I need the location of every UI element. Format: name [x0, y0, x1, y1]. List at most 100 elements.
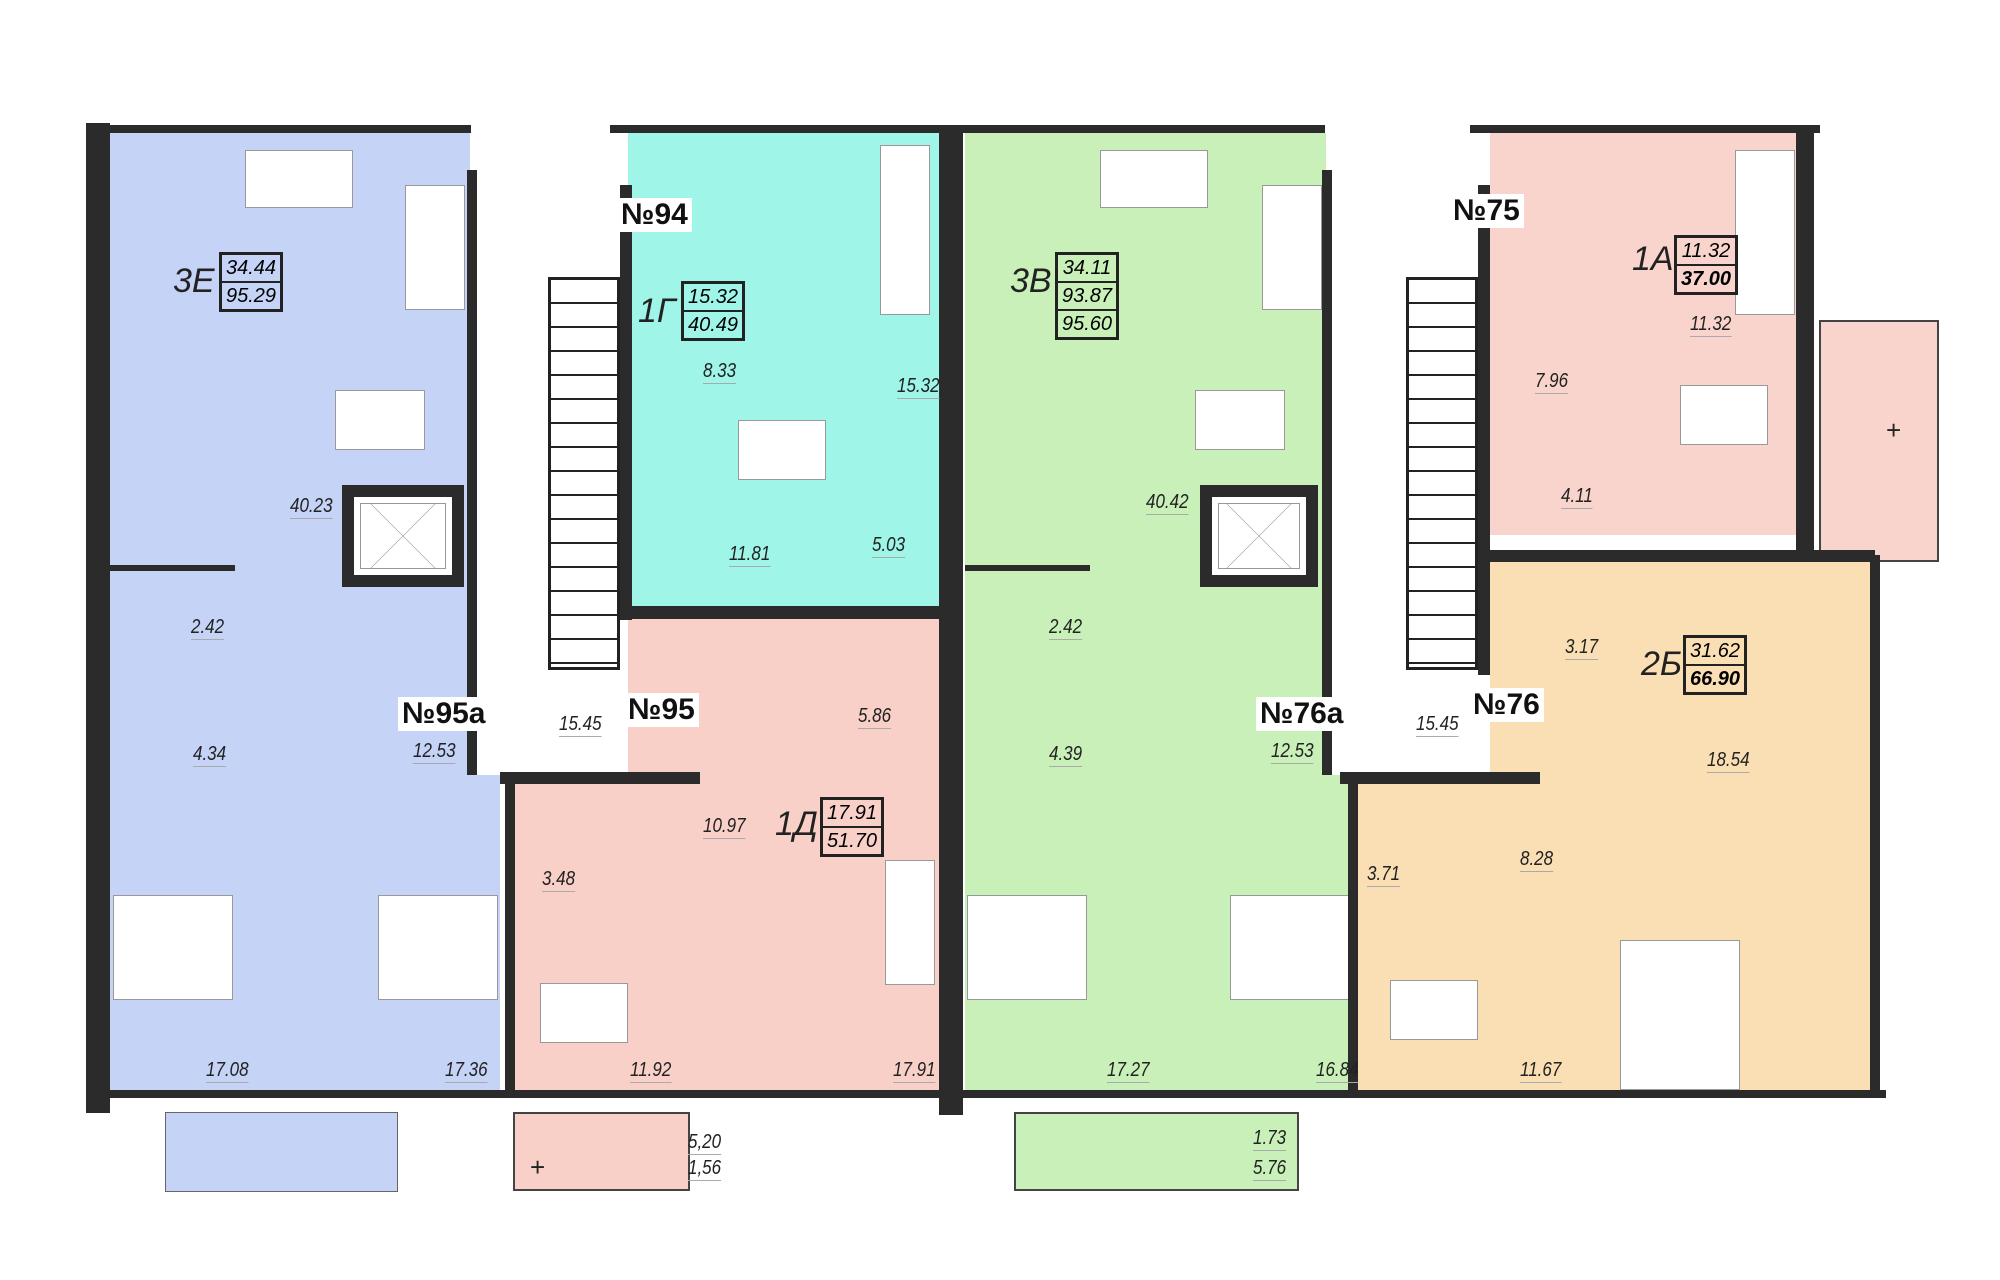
room-area: 4.39 — [1049, 743, 1083, 767]
bed — [967, 895, 1087, 1000]
room-area: 17.08 — [206, 1059, 249, 1083]
wall-center — [939, 125, 963, 1115]
dining-table — [335, 390, 425, 450]
dining-table — [1680, 385, 1768, 445]
room-area: 4.34 — [193, 743, 227, 767]
living-area: 17.91 — [823, 800, 882, 828]
apartment-number-76a: №76а — [1256, 697, 1348, 731]
wall-1a-right — [1796, 125, 1814, 555]
room-area: 10.97 — [703, 815, 746, 839]
staircase-left — [548, 277, 620, 670]
room-area: 4.11 — [1561, 485, 1593, 509]
wall-corridor-left — [467, 170, 477, 775]
room-area: 3.71 — [1367, 863, 1401, 887]
wall-outer-top-right — [1470, 125, 1820, 133]
living-area: 34.11 — [1058, 255, 1117, 283]
living-area: 31.62 — [1686, 638, 1745, 666]
wall-1d-top — [500, 772, 700, 784]
unit-code-1a: 1А — [1632, 240, 1674, 278]
wall-outer-bottom — [86, 1090, 1886, 1098]
wall-1g-bottom — [628, 606, 939, 619]
balcony-1a[interactable] — [1819, 320, 1939, 562]
unit-code-2b: 2Б — [1641, 645, 1683, 683]
room-area: 15.45 — [559, 713, 602, 737]
room-area: 3.17 — [1565, 636, 1599, 660]
wall-76-left — [1348, 775, 1358, 1095]
total-area-with-balcony: 95.60 — [1062, 313, 1113, 335]
room-area: 11.92 — [630, 1059, 672, 1083]
wardrobe — [880, 145, 930, 315]
total-area: 93.87 — [1058, 283, 1117, 311]
total-area: 51.70 — [827, 830, 878, 852]
balcony-area: 1.73 — [1253, 1127, 1287, 1151]
apartment-number-75: №75 — [1449, 194, 1524, 228]
wall-1a-left — [1478, 185, 1490, 675]
wall-outer-top-left — [86, 125, 471, 133]
dining-table — [1195, 390, 1285, 450]
unit-code-3v: 3В — [1010, 262, 1052, 300]
bed — [378, 895, 498, 1000]
unit-code-1d: 1Д — [775, 805, 818, 843]
room-area: 12.53 — [1271, 740, 1314, 764]
room-area: 5.86 — [858, 705, 892, 729]
room-area: 3.48 — [542, 868, 576, 892]
living-area: 11.32 — [1677, 238, 1736, 266]
wall-3v-bath — [965, 565, 1090, 571]
balcony-marker-1d: + — [530, 1152, 546, 1182]
room-area: 2.42 — [191, 616, 225, 640]
dining-table — [540, 983, 628, 1043]
balcony-marker-1a: + — [1886, 415, 1902, 445]
room-area: 11.67 — [1520, 1059, 1562, 1083]
room-area: 17.36 — [445, 1059, 488, 1083]
apartment-number-94: №94 — [617, 198, 692, 232]
wall-3e-bath — [110, 565, 235, 571]
balcony-area: 5.76 — [1253, 1157, 1287, 1181]
balcony-area: 1,56 — [688, 1157, 722, 1181]
unit-code-3e: 3Е — [173, 262, 215, 300]
unit-code-1g: 1Г — [638, 292, 676, 330]
wall-outer-right — [1870, 555, 1880, 1095]
room-area: 11.81 — [729, 543, 771, 567]
room-area: 40.23 — [290, 495, 333, 519]
sofa — [1735, 150, 1795, 315]
room-area: 11.32 — [1690, 313, 1732, 337]
living-area: 34.44 — [222, 255, 281, 283]
room-area: 12.53 — [413, 740, 456, 764]
room-area: 15.45 — [1416, 713, 1459, 737]
sofa — [405, 185, 465, 310]
wall-outer-left — [86, 123, 110, 1113]
total-area: 95.29 — [226, 285, 277, 307]
room-area: 16.84 — [1316, 1059, 1359, 1083]
room-area: 15.32 — [897, 375, 940, 399]
elevator-right — [1200, 485, 1318, 587]
room-area: 17.27 — [1107, 1059, 1150, 1083]
balcony-3e[interactable] — [165, 1112, 398, 1192]
elevator-left — [342, 485, 464, 587]
bed — [1230, 895, 1350, 1000]
balcony-1d[interactable] — [513, 1112, 690, 1191]
sofa — [245, 150, 353, 208]
balcony-3v[interactable] — [1014, 1112, 1299, 1191]
wall-2b-top — [1490, 550, 1875, 562]
total-area: 40.49 — [688, 314, 739, 336]
room-area: 40.42 — [1146, 491, 1189, 515]
apartment-2b-zone-lower[interactable] — [1355, 774, 1877, 1090]
room-area: 17.91 — [893, 1059, 936, 1083]
wall-3v-right — [1322, 170, 1332, 775]
wall-1g-left — [620, 185, 632, 620]
room-area: 5.03 — [872, 534, 906, 558]
room-area: 8.28 — [1520, 848, 1554, 872]
room-area: 2.42 — [1049, 616, 1083, 640]
bed — [113, 895, 233, 1000]
wall-outer-top-mid — [610, 125, 1325, 133]
wall-76-top — [1340, 772, 1540, 784]
living-area: 15.32 — [684, 284, 743, 312]
dining-table — [1390, 980, 1478, 1040]
